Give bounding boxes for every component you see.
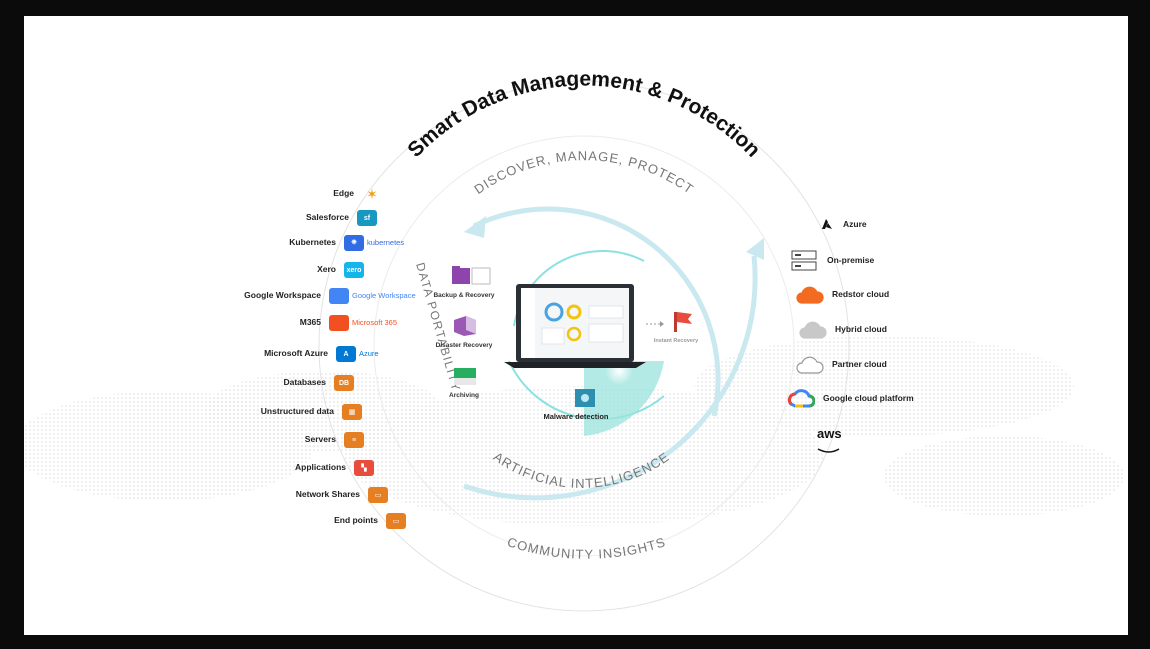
google-workspace-icon	[329, 288, 349, 304]
redstor-cloud-icon	[796, 284, 824, 306]
destination-label: Azure	[843, 219, 867, 229]
outer-ring	[318, 80, 850, 612]
server-icon: ≡	[344, 432, 364, 448]
diagram-canvas: Smart Data Management & Protection DISCO…	[24, 16, 1128, 635]
destination-label: aws	[817, 426, 842, 441]
feature-label: Archiving	[449, 392, 479, 399]
teal-wedge	[584, 361, 664, 436]
google-cloud-icon	[787, 388, 815, 410]
feature-label: Instant Recovery	[653, 338, 699, 344]
network-share-icon: ▭	[368, 487, 388, 503]
source-label: Network Shares	[295, 489, 360, 499]
feature-label: Backup & Recovery	[433, 292, 495, 299]
azure-logo-icon	[821, 218, 833, 230]
azure-icon: A	[336, 346, 356, 362]
feature-label: Malware detection	[543, 412, 609, 421]
database-icon: DB	[334, 375, 354, 391]
kubernetes-icon: ⎈	[344, 235, 364, 251]
source-brand-label: Google Workspace	[352, 291, 416, 300]
source-brand-label: kubernetes	[367, 238, 405, 247]
salesforce-icon: sf	[357, 210, 377, 226]
laptop-illustration	[504, 284, 646, 368]
ring-top-label: DISCOVER, MANAGE, PROTECT	[471, 148, 696, 197]
disaster-recovery-icon	[452, 314, 478, 336]
applications-icon: ▚	[354, 460, 374, 476]
edge-star-icon: ✶	[366, 185, 378, 202]
source-label: M365	[299, 317, 321, 327]
source-label: Xero	[317, 264, 336, 274]
source-label: Edge	[333, 188, 354, 198]
top-arrow-arc	[472, 206, 721, 417]
unstructured-data-icon: ▦	[342, 404, 362, 420]
source-label: Databases	[283, 377, 326, 387]
ring-outer-bottom-label: COMMUNITY INSIGHTS	[505, 534, 667, 562]
source-label: Microsoft Azure	[264, 348, 328, 358]
archiving-icon	[452, 364, 478, 386]
malware-detection-icon	[574, 388, 600, 410]
destination-label: Google cloud platform	[823, 393, 914, 403]
source-label: Salesforce	[306, 212, 349, 222]
on-premise-server-icon	[791, 250, 817, 272]
source-label: Google Workspace	[244, 290, 321, 300]
destination-label: Redstor cloud	[832, 289, 890, 299]
source-label: Kubernetes	[289, 237, 336, 247]
microsoft-365-icon	[329, 315, 349, 331]
inner-accent-arc-2	[508, 360, 665, 421]
aws-smile-icon	[817, 441, 841, 459]
feature-label: Disaster Recovery	[435, 342, 493, 349]
diagram-title: Smart Data Management & Protection	[403, 68, 764, 162]
top-arrow-head	[464, 216, 486, 238]
xero-icon: xero	[344, 262, 364, 278]
source-brand-label: Microsoft 365	[352, 318, 398, 327]
destination-label: Hybrid cloud	[835, 324, 887, 334]
destination-label: On-premise	[827, 255, 875, 265]
source-label: Servers	[304, 434, 336, 444]
source-label: Applications	[294, 462, 346, 472]
middle-ring	[373, 135, 795, 557]
world-map-background	[24, 336, 1124, 526]
source-label: End points	[334, 515, 378, 525]
hybrid-cloud-icon	[799, 319, 827, 341]
partner-cloud-icon	[796, 354, 824, 376]
source-label: Unstructured data	[260, 406, 334, 416]
endpoint-icon: ▭	[386, 513, 406, 529]
diagram-svg: Smart Data Management & Protection DISCO…	[24, 68, 1124, 612]
bottom-arrow-head	[746, 238, 764, 260]
destination-label: Partner cloud	[832, 359, 887, 369]
bottom-arrow-arc	[463, 255, 758, 501]
instant-recovery-icon	[670, 308, 696, 332]
source-brand-label: Azure	[359, 349, 379, 358]
backup-recovery-icon	[452, 264, 492, 286]
